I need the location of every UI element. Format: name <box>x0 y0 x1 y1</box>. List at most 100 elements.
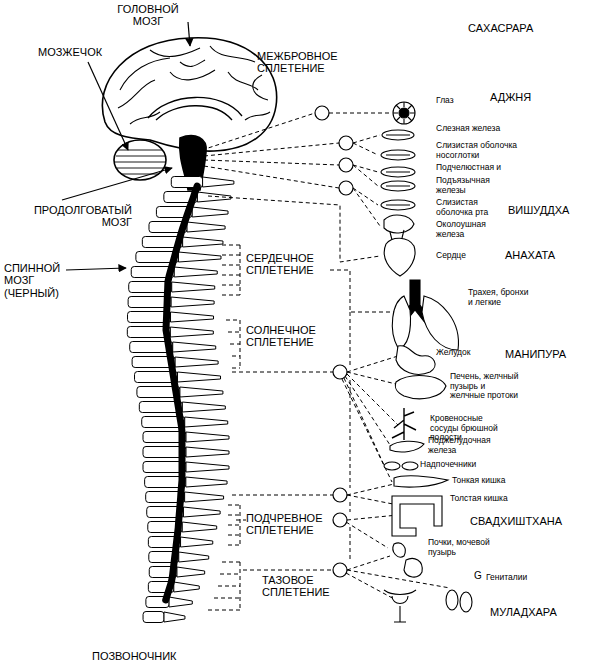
vertebra-process <box>183 507 220 517</box>
kidney <box>393 543 405 557</box>
vertebra-process <box>185 492 224 502</box>
blood-vessels <box>392 408 416 440</box>
cerebellum-folia <box>115 150 166 174</box>
nerve-lines <box>202 113 450 610</box>
organ-label: Подчелюстная и <box>436 163 526 173</box>
gland <box>384 215 414 233</box>
pointer-arrows <box>62 22 190 270</box>
testis <box>446 590 458 610</box>
organ-label: Трахея, бронхи и легкие <box>468 288 532 307</box>
heart <box>384 230 415 276</box>
vertebra-process <box>180 387 223 397</box>
vertebra-process <box>203 177 234 187</box>
vertebra-process <box>186 462 229 472</box>
organ-label: Околоушная железа <box>436 220 508 239</box>
uterus <box>384 590 416 622</box>
pointer-arrow <box>62 168 172 200</box>
vertebra-process <box>164 612 185 622</box>
lung <box>392 296 410 348</box>
nerve-line <box>222 245 240 295</box>
corpus-callosum <box>148 97 242 120</box>
organ-label: Слезная железа <box>436 124 526 134</box>
vertebra-process <box>171 312 214 322</box>
vertebra-process <box>178 252 221 262</box>
organ-label: Тонкая кишка <box>452 476 532 486</box>
structure-label: СПИННОЙ МОЗГ (ЧЕРНЫЙ) <box>4 262 68 299</box>
large-intestine <box>392 496 442 536</box>
nerve-line <box>350 312 351 562</box>
vertebra-process <box>186 447 229 457</box>
testis <box>460 592 472 612</box>
nerve-line <box>330 270 398 312</box>
organ-label: Глаз <box>436 96 496 106</box>
vertebra-process <box>170 327 213 337</box>
vertebra-process <box>186 477 227 487</box>
ganglion-circle <box>333 488 347 502</box>
organ-label: Желудок <box>436 348 496 358</box>
organ-label: Толстая кишка <box>450 494 530 504</box>
vertebra-body <box>143 612 164 623</box>
structure-label: ВИШУДДХА <box>508 204 588 216</box>
structure-label: АДЖНЯ <box>490 91 570 103</box>
structure-label: АНАХАТА <box>505 249 585 261</box>
organ-label: Надпочечники <box>420 460 500 470</box>
organ-label: Сердце <box>436 251 496 261</box>
liver <box>395 376 446 399</box>
pointer-arrow <box>188 22 190 46</box>
structure-label: МУЛАДХАРА <box>490 606 580 618</box>
nerve-line <box>329 113 390 226</box>
organ-label: Печень, желчный пузырь и желчные протоки <box>450 372 522 401</box>
pointer-arrow <box>88 62 128 150</box>
ganglion-circle <box>339 136 353 150</box>
ganglion-circle <box>339 158 353 172</box>
structure-label: МЕЖБРОВНОЕ СПЛЕТЕНИЕ <box>257 50 349 75</box>
brain <box>102 38 276 190</box>
vertebra-process <box>186 432 229 442</box>
cerebellum <box>114 140 166 180</box>
structure-label: МАНИПУРА <box>505 348 585 360</box>
nerve-line <box>346 484 398 548</box>
structure-label: G <box>474 570 486 581</box>
spine <box>127 177 234 623</box>
organ-label: Подъязычная железы <box>436 176 508 195</box>
vertebra-process <box>175 357 218 367</box>
vertebra-process <box>178 372 221 382</box>
ganglion-circle <box>315 106 329 120</box>
vertebra-process <box>192 207 228 217</box>
lung <box>422 296 458 350</box>
ganglion-circle <box>339 181 353 195</box>
structure-label: СВАДХИШТХАНА <box>470 515 580 527</box>
ganglia <box>315 106 353 577</box>
structure-label: ПРОДОЛГОВАТЫЙ МОЗГ <box>20 204 132 229</box>
gland-stripes <box>386 135 410 205</box>
vertebra-process <box>174 267 217 277</box>
ganglion-circle <box>333 365 347 379</box>
vertebra-process <box>185 417 228 427</box>
vertebra-process <box>181 537 213 547</box>
organ-label: Гениталии <box>486 573 556 583</box>
nerve-line <box>202 113 339 188</box>
vertebra-process <box>169 597 192 607</box>
vertebra-process <box>182 522 216 532</box>
vertebra-process <box>171 297 214 307</box>
structure-label: МОЗЖЕЧОК <box>38 46 128 58</box>
vertebra-process <box>179 552 209 562</box>
eye <box>393 102 415 124</box>
pointer-arrow <box>66 268 126 270</box>
structure-label: СОЛНЕЧНОЕ СПЛЕТЕНИЕ <box>246 324 336 349</box>
structure-label: САХАСРАРА <box>468 22 568 34</box>
spinal-cord <box>166 186 198 600</box>
organ-label: Слизистая оболочка рта <box>436 198 508 217</box>
nerve-line <box>228 495 338 545</box>
vertebra-process <box>183 237 223 247</box>
vertebra-process <box>177 567 205 577</box>
stomach <box>396 346 435 375</box>
structure-label: СЕРДЕЧНОЕ СПЛЕТЕНИЕ <box>246 252 336 277</box>
eye <box>399 108 409 118</box>
structure-label: ПОЗВОНОЧНИК <box>92 650 212 662</box>
structure-label: ТАЗОВОЕ СПЛЕТЕНИЕ <box>262 574 342 599</box>
eye-rays <box>393 102 415 124</box>
vertebra-process <box>187 222 225 232</box>
ganglion-circle <box>333 563 347 577</box>
